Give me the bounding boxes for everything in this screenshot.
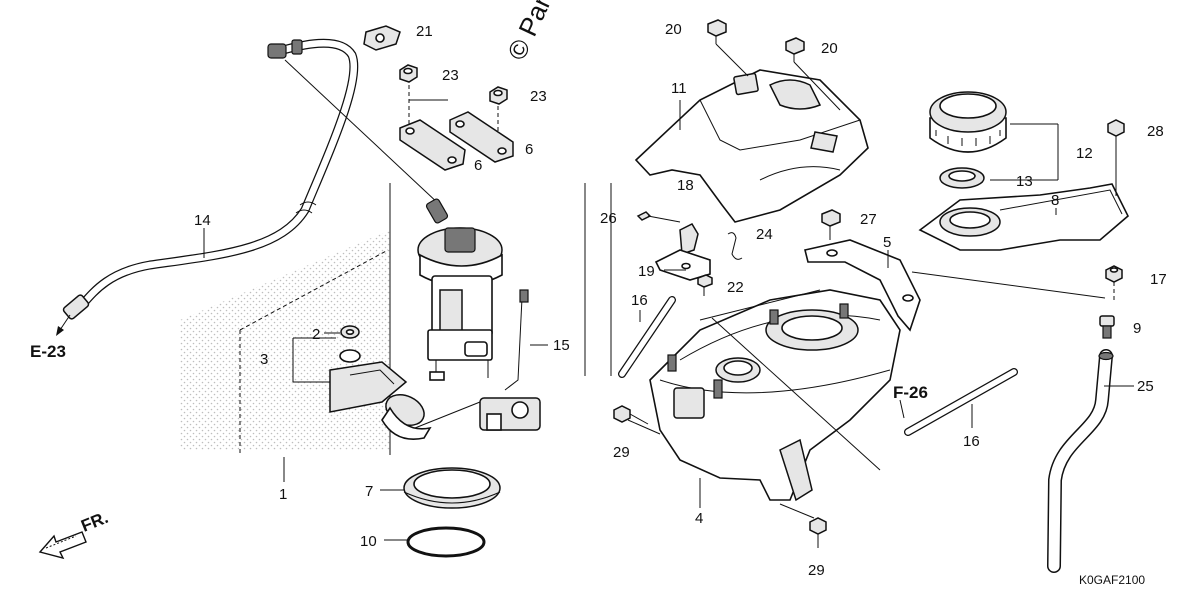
- callout-2: 2: [312, 326, 320, 343]
- hose-clip: [363, 25, 401, 51]
- pump-retainer-plate-right: [449, 111, 514, 163]
- spring-clip-24: [727, 232, 743, 260]
- pump-group-shaded-area: [180, 230, 390, 450]
- callout-29-upper: 29: [613, 444, 630, 461]
- tank-mounting-bracket: [804, 239, 921, 332]
- fr-direction-label: FR.: [78, 508, 111, 536]
- callout-29-lower: 29: [808, 562, 825, 579]
- callout-28: 28: [1147, 123, 1164, 140]
- callout-6-left: 6: [474, 157, 482, 174]
- fuel-level-sender: [409, 289, 541, 431]
- callout-12: 12: [1076, 145, 1093, 162]
- callout-19: 19: [638, 263, 655, 280]
- hose-joint: [1099, 315, 1115, 339]
- hose-to-pump-leader: [284, 59, 441, 206]
- callout-16-left: 16: [631, 292, 648, 309]
- f26-reference-label: F-26: [893, 383, 928, 402]
- callout-26: 26: [600, 210, 617, 227]
- mounting-bolt-27: [821, 209, 841, 240]
- tank-hose-leader: [711, 317, 881, 471]
- callout-23-right: 23: [530, 88, 547, 105]
- callout-1: 1: [279, 486, 287, 503]
- pump-filter-cup: [381, 394, 432, 440]
- drain-hose: [1047, 349, 1114, 573]
- tank-bolt-lower: [809, 517, 827, 548]
- screw-20-axis-right: [793, 61, 841, 111]
- fuel-tank: [649, 289, 901, 502]
- callout-9: 9: [1133, 320, 1141, 337]
- fuel-filler-cap: [929, 91, 1007, 153]
- fuel-feed-hose: [62, 38, 359, 320]
- callout-22: 22: [727, 279, 744, 296]
- callout-13: 13: [1016, 173, 1033, 190]
- callout-5: 5: [883, 234, 891, 251]
- pump-group-frame-top: [239, 249, 389, 331]
- pump-seal-ring: [403, 467, 501, 509]
- callout-15: 15: [553, 337, 570, 354]
- screw-20-axis-left: [715, 43, 749, 77]
- callout-18: 18: [677, 177, 694, 194]
- e23-reference-arrow: [59, 314, 71, 331]
- bolt-29-leader-upper: [627, 419, 661, 435]
- flange-nut-right: [489, 86, 508, 105]
- breather-hose-left: [618, 296, 676, 378]
- fuel-strainer: [329, 349, 408, 413]
- callout-20-left: 20: [665, 21, 682, 38]
- callout-6-right: 6: [525, 141, 533, 158]
- tank-bolt-upper: [613, 405, 649, 425]
- callout-3: 3: [260, 351, 268, 368]
- callout-21: 21: [416, 23, 433, 40]
- tray-bolt-28: [1107, 119, 1125, 196]
- mounting-bolt-26: [636, 211, 681, 223]
- tray-nut-17: [1105, 265, 1123, 283]
- diagram-code: K0GAF2100: [1079, 573, 1145, 587]
- filler-cap-gasket: [939, 167, 985, 189]
- e23-arrow-head: [56, 326, 64, 336]
- front-direction-arrow: [38, 531, 87, 560]
- callout-23-left: 23: [442, 67, 459, 84]
- strainer-washer: [340, 325, 360, 339]
- callout-17: 17: [1150, 271, 1167, 288]
- callout-11: 11: [671, 80, 687, 97]
- cover-screw-left: [707, 19, 727, 44]
- breather-hose-right: [904, 368, 1018, 436]
- hose-bracket: [654, 223, 711, 281]
- pump-o-ring: [406, 526, 486, 558]
- callout-7: 7: [365, 483, 373, 500]
- callout-8: 8: [1051, 192, 1059, 209]
- e23-reference-label: E-23: [30, 342, 66, 361]
- callout-24: 24: [756, 226, 773, 243]
- callout-25: 25: [1137, 378, 1154, 395]
- f26-reference-leader: [899, 399, 905, 419]
- callout-27: 27: [860, 211, 877, 228]
- fuel-tank-cover: [634, 69, 869, 223]
- tank-cover-leader: [699, 289, 821, 321]
- tray-to-tank-leader: [911, 271, 1106, 299]
- flange-nut-left: [399, 64, 418, 83]
- callout-20-right: 20: [821, 40, 838, 57]
- cover-screw-right: [785, 37, 805, 62]
- filler-tray: [918, 183, 1129, 251]
- callout-16-right: 16: [963, 433, 980, 450]
- callout-14: 14: [194, 212, 211, 229]
- bolt-29-leader-lower: [779, 503, 815, 519]
- watermark: © Partz: [501, 0, 565, 65]
- fuel-pump-module: [417, 198, 503, 381]
- callout-4: 4: [695, 510, 703, 527]
- callout-10: 10: [360, 533, 377, 550]
- pump-retainer-plate-left: [399, 119, 466, 171]
- bracket-screw-22: [697, 274, 713, 296]
